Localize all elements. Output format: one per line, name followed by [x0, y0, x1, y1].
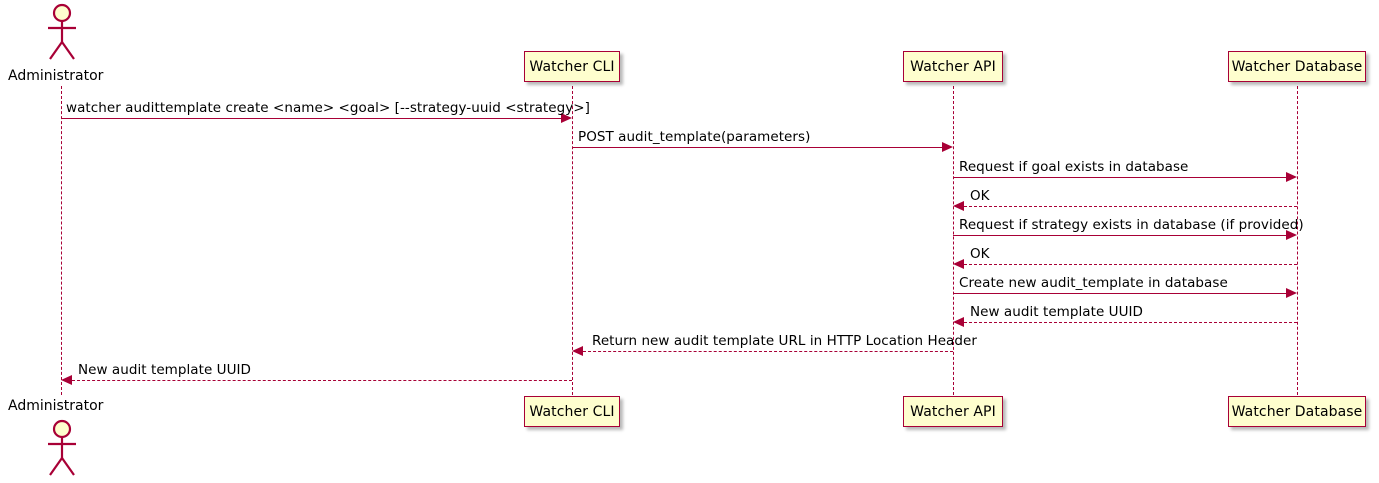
message-arrowhead-2 — [942, 142, 953, 152]
message-arrowhead-7 — [1286, 288, 1297, 298]
message-arrowhead-10 — [61, 375, 72, 385]
lifeline-watcher-api — [953, 86, 954, 395]
message-arrow-4 — [964, 206, 1297, 207]
message-arrow-9 — [583, 351, 953, 352]
participant-watcher-database-top[interactable]: Watcher Database — [1228, 51, 1366, 82]
message-label-5: Request if strategy exists in database (… — [959, 217, 1304, 233]
message-arrowhead-9 — [572, 346, 583, 356]
message-arrowhead-6 — [953, 259, 964, 269]
message-label-2: POST audit_template(parameters) — [578, 129, 811, 145]
lifeline-administrator — [61, 86, 62, 395]
message-label-6: OK — [970, 246, 990, 262]
message-arrowhead-1 — [561, 113, 572, 123]
participant-watcher-database-label-top: Watcher Database — [1231, 58, 1363, 75]
participant-watcher-api-bottom[interactable]: Watcher API — [903, 396, 1003, 427]
participant-watcher-cli-top[interactable]: Watcher CLI — [524, 51, 620, 82]
actor-administrator-label-top: Administrator — [8, 68, 104, 84]
message-arrow-1 — [61, 118, 561, 119]
message-arrow-5 — [953, 235, 1286, 236]
message-label-8: New audit template UUID — [970, 304, 1143, 320]
message-arrow-8 — [964, 322, 1297, 323]
message-label-3: Request if goal exists in database — [959, 159, 1189, 175]
actor-administrator-figure-bottom — [40, 418, 84, 483]
message-arrow-2 — [572, 147, 942, 148]
participant-watcher-database-label-bottom: Watcher Database — [1231, 403, 1363, 420]
message-label-9: Return new audit template URL in HTTP Lo… — [592, 333, 977, 349]
participant-watcher-cli-label-bottom: Watcher CLI — [529, 403, 615, 420]
message-arrowhead-4 — [953, 201, 964, 211]
participant-watcher-api-label-top: Watcher API — [910, 58, 996, 75]
participant-watcher-api-label-bottom: Watcher API — [910, 403, 996, 420]
lifeline-watcher-cli — [572, 86, 573, 395]
message-label-10: New audit template UUID — [78, 362, 251, 378]
participant-watcher-database-bottom[interactable]: Watcher Database — [1228, 396, 1366, 427]
message-arrow-10 — [72, 380, 572, 381]
message-label-1: watcher audittemplate create <name> <goa… — [66, 100, 590, 116]
message-arrowhead-5 — [1286, 230, 1297, 240]
message-arrow-6 — [964, 264, 1297, 265]
participant-watcher-cli-label-top: Watcher CLI — [529, 58, 615, 75]
lifeline-watcher-database — [1297, 86, 1298, 395]
message-label-4: OK — [970, 188, 990, 204]
message-arrow-7 — [953, 293, 1286, 294]
message-arrow-3 — [953, 177, 1286, 178]
actor-administrator-label-bottom: Administrator — [8, 398, 104, 414]
participant-watcher-api-top[interactable]: Watcher API — [903, 51, 1003, 82]
participant-watcher-cli-bottom[interactable]: Watcher CLI — [524, 396, 620, 427]
actor-administrator-figure-top — [40, 2, 84, 68]
message-arrowhead-3 — [1286, 172, 1297, 182]
message-arrowhead-8 — [953, 317, 964, 327]
message-label-7: Create new audit_template in database — [959, 275, 1228, 291]
